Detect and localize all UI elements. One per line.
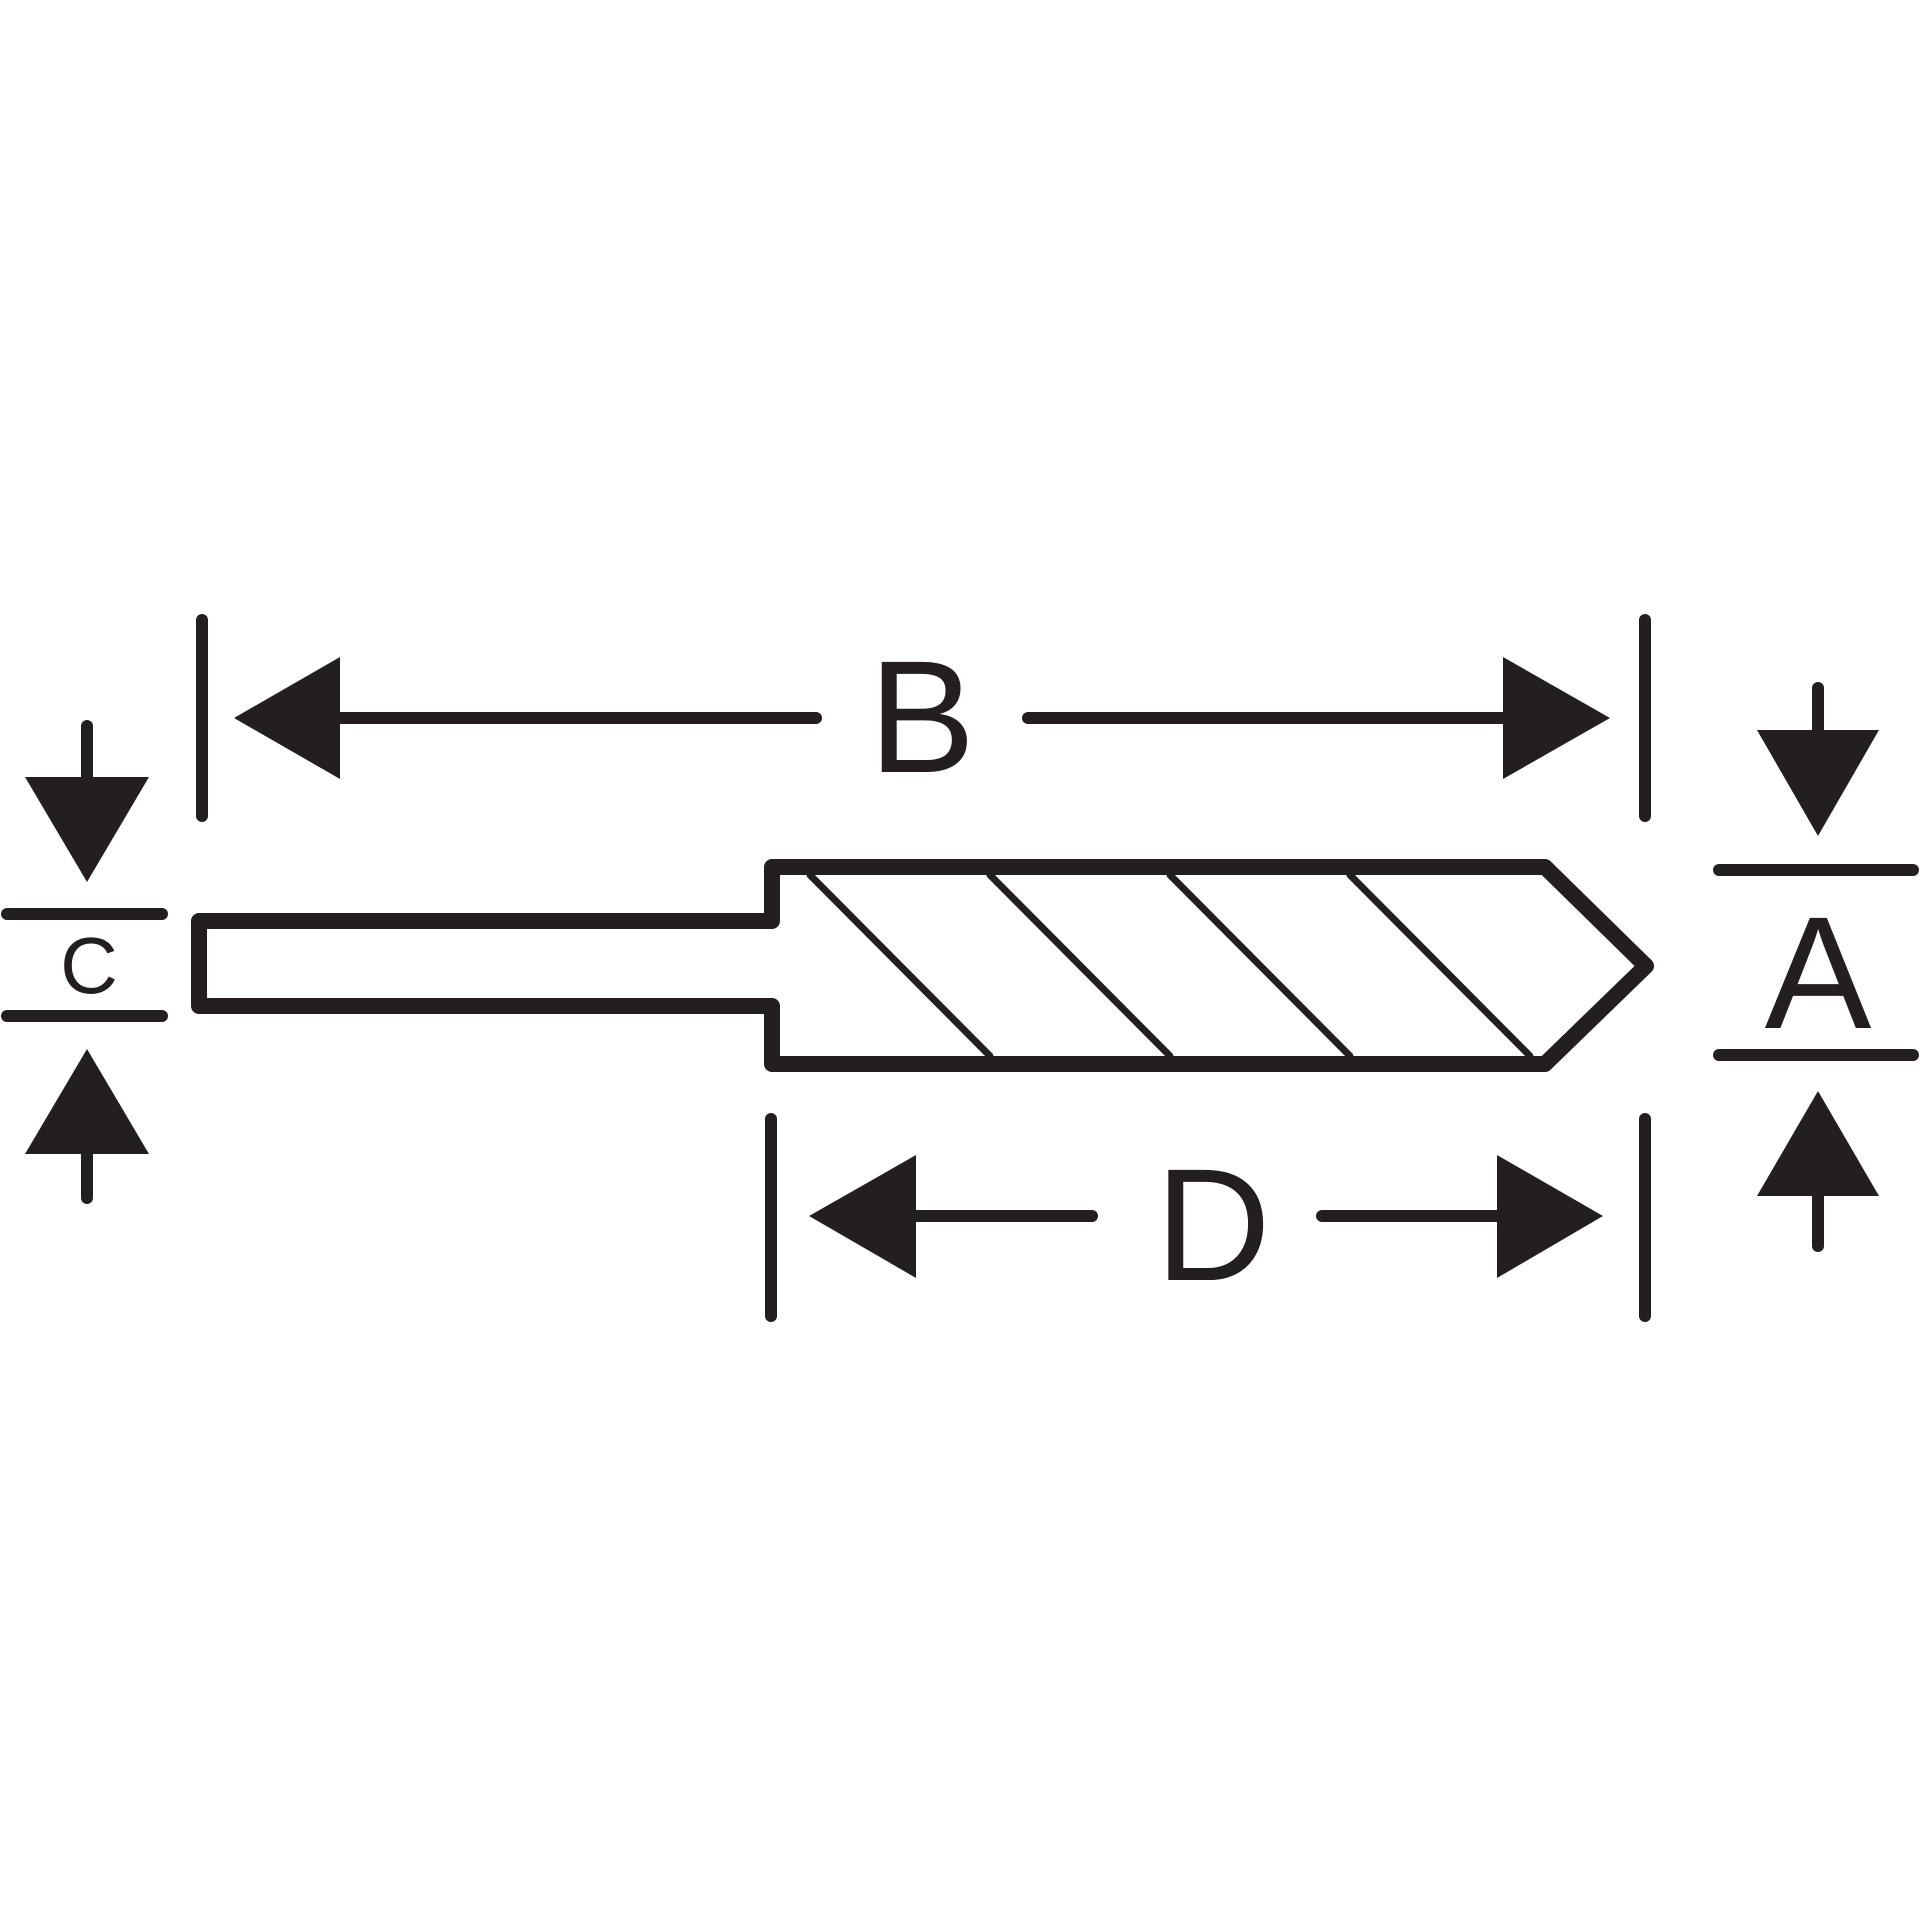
dimension-label-a: A: [1765, 883, 1872, 1062]
dimension-label-b: B: [869, 627, 976, 806]
arrowhead-up-icon: [25, 1049, 149, 1154]
flute-line: [1166, 871, 1354, 1060]
arrowhead-right-icon: [1503, 657, 1610, 779]
drill-bit: [191, 859, 1654, 1072]
dimension-a: A: [1713, 682, 1919, 1252]
drill-bit-outline: [191, 859, 1654, 1072]
dimension-b: B: [196, 614, 1651, 822]
arrowhead-down-icon: [25, 777, 149, 882]
dimension-c: C: [1, 720, 168, 1204]
flute-lines: [806, 871, 1534, 1060]
arrowhead-left-icon: [234, 657, 340, 779]
flute-line: [986, 871, 1174, 1060]
flute-line: [806, 871, 994, 1060]
arrowhead-up-icon: [1757, 1091, 1879, 1196]
dimension-label-c: C: [60, 921, 118, 1010]
dimension-label-d: D: [1155, 1135, 1271, 1314]
arrowhead-down-icon: [1757, 730, 1879, 836]
arrowhead-left-icon: [809, 1155, 916, 1278]
flute-line: [1346, 871, 1534, 1060]
dimension-d: D: [765, 1113, 1651, 1322]
arrowhead-right-icon: [1497, 1155, 1603, 1278]
